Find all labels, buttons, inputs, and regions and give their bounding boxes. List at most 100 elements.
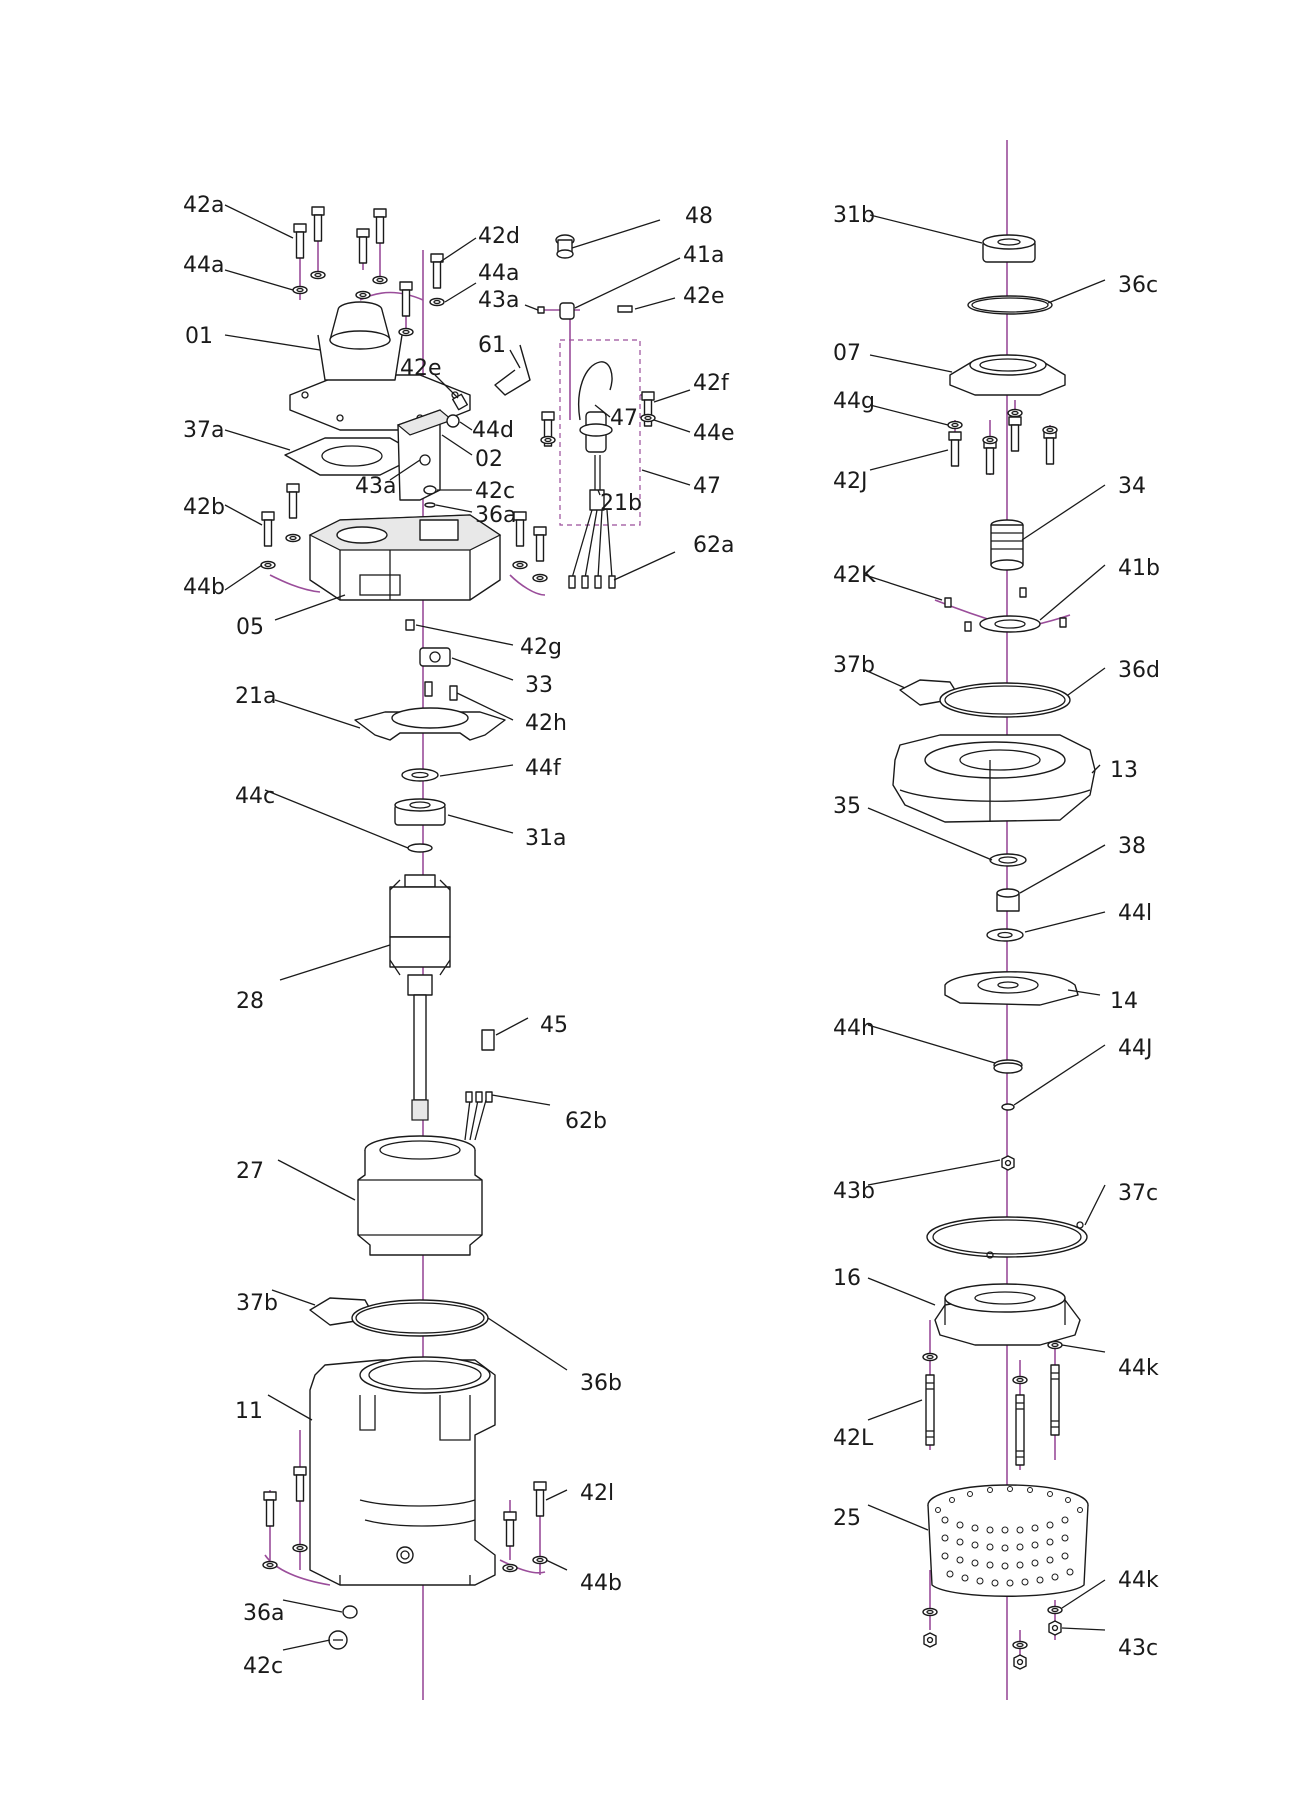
label-43a: 43a	[478, 288, 519, 313]
part-14-impeller	[944, 971, 1079, 1006]
part-33-capacitor-connector	[419, 647, 451, 667]
label-47: 47	[693, 474, 721, 499]
label-42J: 42J	[833, 469, 867, 494]
leader-lines	[224, 204, 1106, 1651]
part-16-suction-cover	[934, 1283, 1081, 1346]
part-44h-washer	[993, 1059, 1023, 1074]
part-48-grommet	[555, 234, 575, 259]
label-44b: 44b	[183, 575, 225, 600]
part-44d-washer	[446, 414, 460, 428]
part-41a-43a-42e	[537, 302, 633, 320]
part-42c-plug	[423, 485, 437, 508]
part-44f-wave-washer	[401, 768, 439, 782]
part-31b-bearing	[982, 234, 1036, 263]
label-44c: 44c	[235, 784, 275, 809]
part-62b-leads	[464, 1091, 493, 1141]
label-43c: 43c	[1118, 1636, 1158, 1661]
part-27-stator	[357, 1135, 483, 1256]
label-42e: 42e	[400, 356, 442, 381]
part-05-motor-cover	[308, 514, 502, 601]
part-37a-gasket	[284, 437, 421, 476]
label-41a: 41a	[683, 243, 724, 268]
label-48: 48	[685, 204, 713, 229]
label-44J: 44J	[1118, 1036, 1152, 1061]
part-01-discharge-flange	[289, 301, 471, 431]
label-11: 11	[235, 1399, 263, 1424]
label-16: 16	[833, 1266, 861, 1291]
part-38-spacer	[996, 888, 1020, 912]
label-36a: 36a	[475, 503, 516, 528]
part-44k-43c-nuts	[922, 1605, 1063, 1670]
label-13: 13	[1110, 758, 1138, 783]
label-44a: 44a	[478, 261, 519, 286]
label-44e: 44e	[693, 421, 735, 446]
label-42K: 42K	[833, 563, 876, 588]
label-31b: 31b	[833, 203, 875, 228]
label-37c: 37c	[1118, 1181, 1158, 1206]
label-42g: 42g	[520, 635, 562, 660]
label-37b: 37b	[236, 1291, 278, 1316]
part-42L-studs	[922, 1340, 1063, 1466]
label-44f: 44f	[525, 756, 562, 781]
label-25: 25	[833, 1506, 861, 1531]
label-34: 34	[1118, 474, 1146, 499]
label-44b: 44b	[580, 1571, 622, 1596]
part-42g-screw	[405, 619, 415, 631]
label-44d: 44d	[472, 418, 514, 443]
part-labels: 42a 44a 01 37a 42b 44b 05 21a 44c 28 27 …	[183, 193, 1160, 1679]
part-44J-washer	[1001, 1103, 1015, 1111]
label-42b: 42b	[183, 495, 225, 520]
label-44l: 44l	[1118, 901, 1152, 926]
label-42L: 42L	[833, 1426, 874, 1451]
part-43b-nut	[1001, 1155, 1015, 1171]
part-36c-oring	[967, 295, 1053, 315]
label-38: 38	[1118, 834, 1146, 859]
part-36d-oring	[939, 682, 1071, 718]
part-42c-plug-bottom	[328, 1630, 348, 1650]
part-28-rotor-shaft	[389, 874, 451, 1121]
part-45-key	[481, 1029, 495, 1051]
part-41b-42K-plate	[944, 587, 1067, 633]
part-07-bearing-housing	[949, 354, 1066, 396]
part-35-seal	[989, 853, 1027, 867]
part-44l-washer	[986, 928, 1024, 942]
part-34-mechanical-seal	[990, 519, 1024, 571]
label-37b: 37b	[833, 653, 875, 678]
label-41b: 41b	[1118, 556, 1160, 581]
label-27: 27	[236, 1159, 264, 1184]
label-35: 35	[833, 794, 861, 819]
part-31a-bearing	[394, 798, 446, 826]
part-02-bracket	[396, 409, 454, 501]
label-01: 01	[185, 324, 213, 349]
label-37a: 37a	[183, 418, 224, 443]
label-05: 05	[236, 615, 264, 640]
label-36d: 36d	[1118, 658, 1160, 683]
label-31a: 31a	[525, 826, 566, 851]
part-44c-washer	[407, 843, 433, 853]
label-43a: 43a	[355, 474, 396, 499]
label-62b: 62b	[565, 1109, 607, 1134]
label-36c: 36c	[1118, 273, 1158, 298]
label-44k: 44k	[1118, 1568, 1159, 1593]
label-45: 45	[540, 1013, 568, 1038]
label-36b: 36b	[580, 1371, 622, 1396]
label-14: 14	[1110, 989, 1138, 1014]
label-44h: 44h	[833, 1016, 875, 1041]
part-42h-screws	[424, 681, 458, 701]
label-42f: 42f	[693, 371, 730, 396]
label-02: 02	[475, 447, 503, 472]
label-62a: 62a	[693, 533, 734, 558]
label-36a: 36a	[243, 1601, 284, 1626]
label-47: 47	[610, 406, 638, 431]
label-44a: 44a	[183, 253, 224, 278]
part-36b-oring	[351, 1299, 489, 1337]
label-42e: 42e	[683, 284, 725, 309]
part-25-strainer	[927, 1484, 1089, 1597]
label-42l: 42l	[580, 1481, 614, 1506]
part-bolts-42J	[947, 408, 1058, 475]
label-42c: 42c	[475, 479, 515, 504]
cable-assembly-47-box	[559, 339, 641, 526]
part-11-motor-casing	[309, 1356, 496, 1586]
label-61: 61	[478, 333, 506, 358]
label-44g: 44g	[833, 389, 875, 414]
